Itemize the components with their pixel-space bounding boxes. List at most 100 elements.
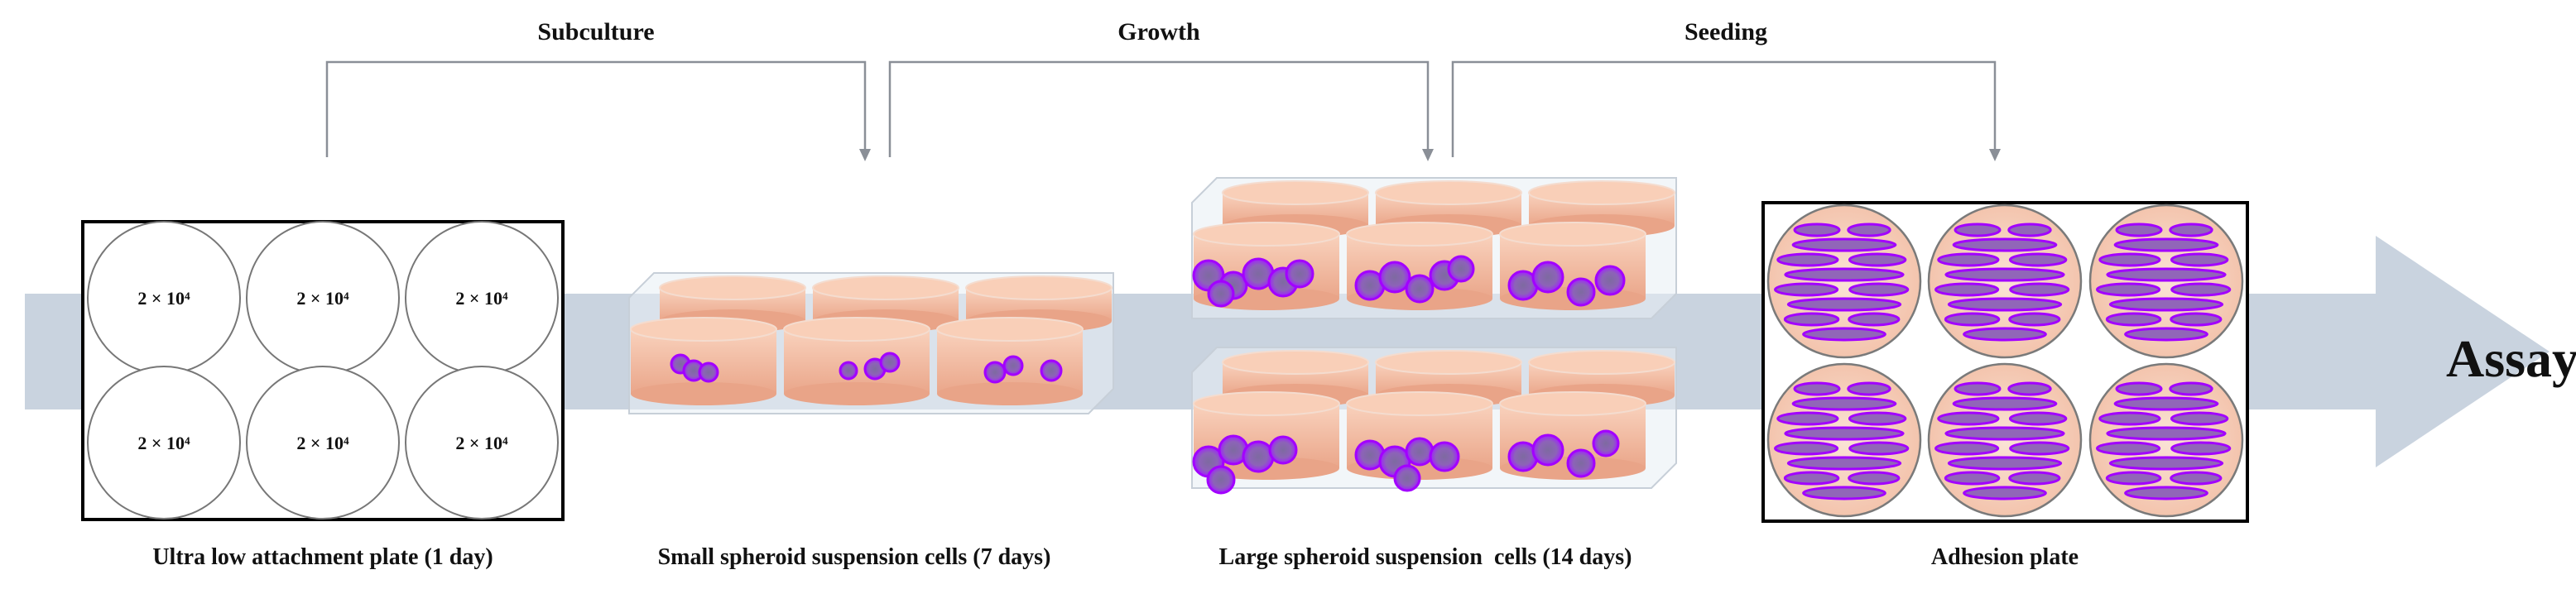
adhered-cell [1774,441,1839,456]
dish-base [631,382,776,405]
spheroid-cell [1040,359,1063,382]
dish-base [937,382,1083,405]
adhered-cell [2098,252,2161,267]
adhered-cell [2106,267,2227,282]
dish-top [1346,222,1493,247]
well [405,366,559,520]
adhered-cell [1944,426,2065,441]
subculture-bracket [325,60,871,161]
assay-label: Assay [2446,329,2576,388]
step-label-subculture: Subculture [537,18,654,45]
spheroid-cell [1206,465,1236,495]
adhered-cell [2105,471,2162,486]
adhered-cell [1793,223,1841,237]
adhered-cell [2007,381,2052,396]
adhered-cell [2113,237,2219,252]
adhered-cell [1952,237,2058,252]
spheroid-cell [1594,265,1626,296]
large-spheroid-plate-top [1191,177,1677,319]
adhered-cell [2007,223,2052,237]
spheroid-cell [1405,274,1435,304]
adhered-cell [1783,312,1840,327]
step-label-seeding: Seeding [1684,18,1767,45]
spheroid-cell [1429,441,1460,472]
caption-ultra-low-attachment-plate: Ultra low attachment plate (1 day) [152,544,493,570]
well-density-label: 2 × 10⁴ [137,288,190,309]
well-density-label: 2 × 10⁴ [296,288,349,309]
spheroid-cell [1592,429,1620,457]
step-brackets [325,60,2001,161]
well-density-label: 2 × 10⁴ [455,433,508,453]
seeding-bracket [1451,60,2001,161]
adhered-cell [1784,426,1905,441]
growth-bracket [888,60,1434,161]
adhered-cell [2008,252,2068,267]
dish-top [1528,350,1675,375]
large-spheroid-plate-bottom [1191,347,1677,495]
adhered-cell [1848,312,1901,327]
adhered-cell [1847,223,1891,237]
well-density-label: 2 × 10⁴ [296,433,349,453]
adhered-cell [1791,396,1897,411]
adhered-cell [1791,237,1897,252]
adhered-cell [1934,441,2000,456]
adhered-cell [2169,223,2213,237]
adhered-cell [1848,471,1901,486]
spheroid-cell [1566,277,1596,307]
adhered-cell [2124,486,2208,500]
adhered-cell [2169,381,2213,396]
well-density-label: 2 × 10⁴ [455,288,508,309]
adhered-cell [1954,381,2002,396]
spheroid-cell [1566,448,1596,478]
spheroid-cell [1378,261,1411,294]
well-density-label: 2 × 10⁴ [137,433,190,453]
adhered-cell [1954,223,2002,237]
dish-top [812,275,959,300]
adhered-cell [1848,282,1910,297]
spheroid-cell [1447,255,1475,283]
adhered-cell [2113,396,2219,411]
dish-top [1222,350,1369,375]
adhered-cell [2115,381,2163,396]
caption-large-spheroid: Large spheroid suspension cells (14 days… [1219,544,1632,570]
dish-top [1222,180,1369,205]
spheroid-cell [839,361,858,381]
dish-top [1375,350,1522,375]
spheroid-cell [1531,261,1564,294]
adhered-cell [1848,252,1907,267]
adhered-cell [2170,471,2223,486]
adhered-cell [2008,312,2061,327]
adhered-cell [2008,411,2068,426]
dish-top [965,275,1113,300]
adhered-cell [2115,223,2163,237]
spheroid-cell [1405,437,1435,467]
dish-top [1499,222,1646,247]
adhesion-plate [1761,201,2249,523]
adhered-cell [2098,411,2161,426]
adhered-cell [2008,471,2061,486]
adhered-cell [1793,381,1841,396]
adhered-cell [1802,327,1886,342]
spheroid-cell [1242,440,1275,473]
ultra-low-attachment-plate: 2 × 10⁴ 2 × 10⁴ 2 × 10⁴ 2 × 10⁴ 2 × 10⁴ … [81,220,565,521]
adhered-cell [2108,456,2224,471]
adhered-cell [1783,471,1840,486]
adhered-cell [1847,381,1891,396]
spheroid-cell [1531,433,1564,467]
adhered-cell [2108,297,2224,312]
adhered-cell [1784,267,1905,282]
spheroid-cell [1207,280,1235,308]
adhered-cell [1944,471,2001,486]
adhered-cell [1848,411,1907,426]
adhered-cell [1944,312,2001,327]
spheroid-cell [1002,355,1024,376]
well [87,366,241,520]
dish-top [936,317,1084,342]
dish-top [659,275,806,300]
dish-top [783,317,930,342]
small-spheroid-plate [628,272,1114,414]
adhered-cell [2096,441,2161,456]
spheroid-cell [698,362,719,383]
dish-top [1346,391,1493,416]
dish-top [1193,391,1340,416]
